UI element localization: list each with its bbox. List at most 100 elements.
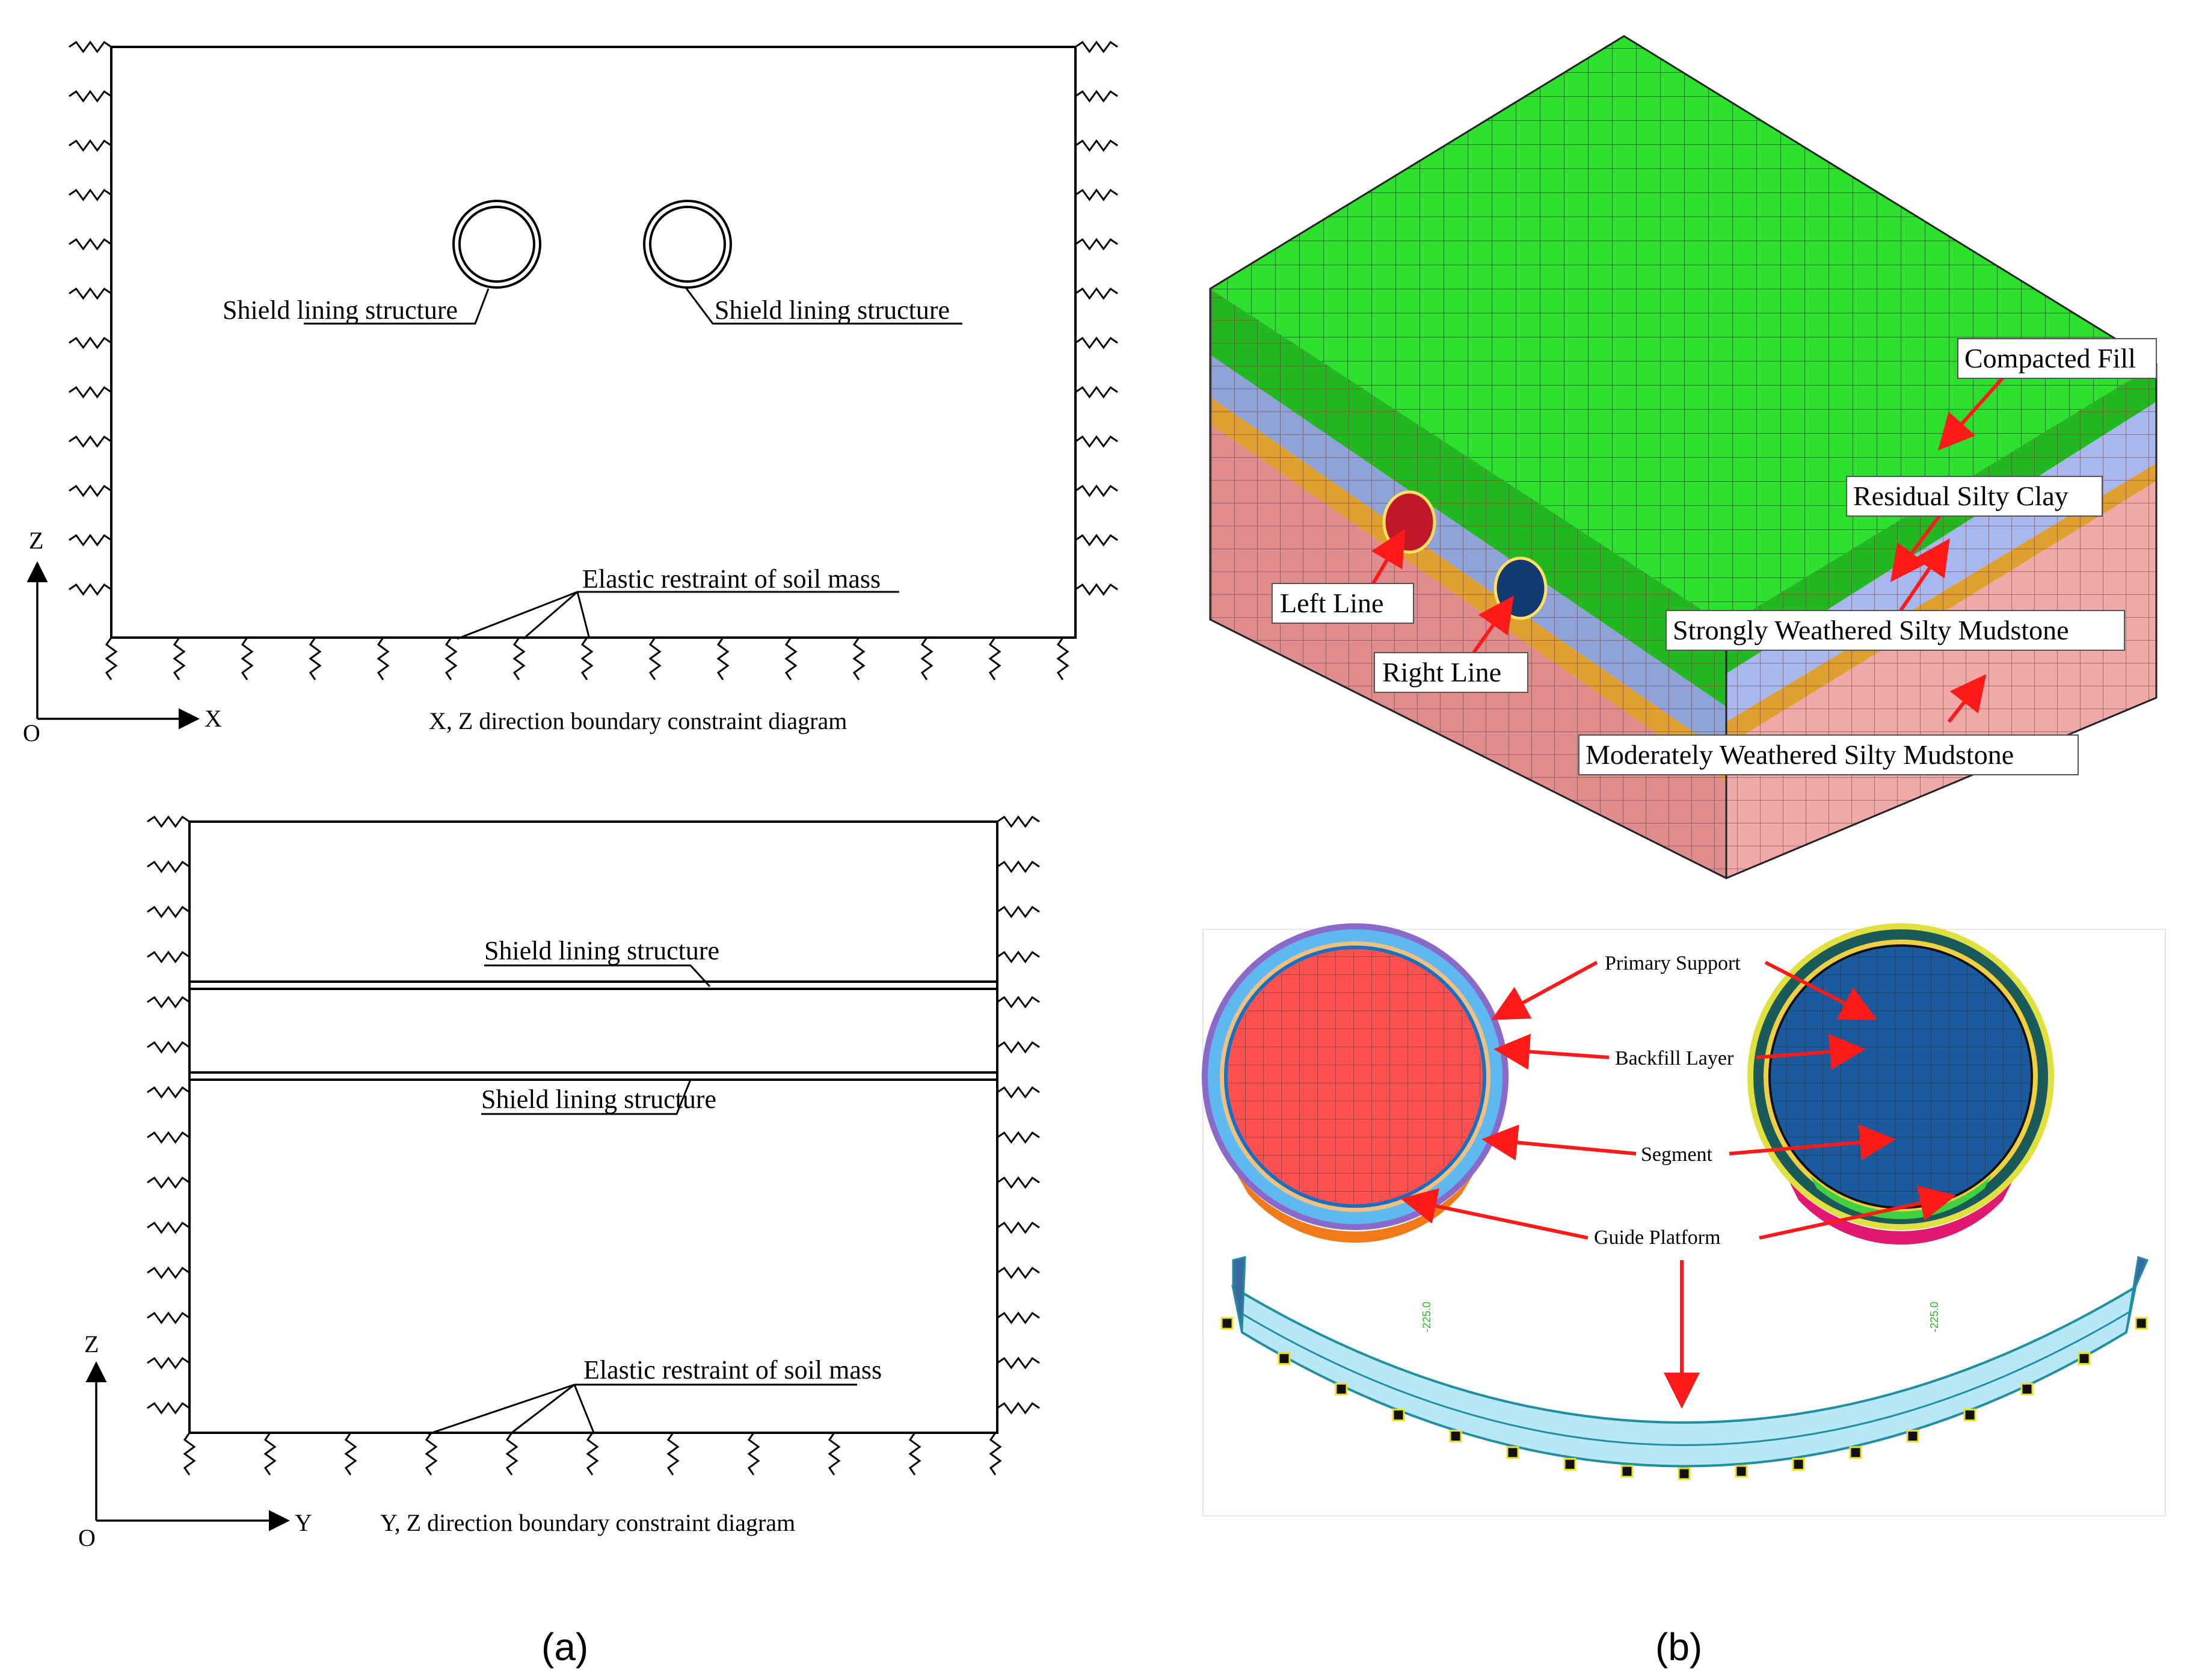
platform-node	[1849, 1446, 1862, 1459]
spring-horizontal	[1075, 188, 1118, 202]
spring-horizontal	[997, 1356, 1040, 1370]
platform-node	[1335, 1382, 1348, 1395]
boundary-springs-yz	[147, 815, 1040, 1475]
leader-lining-upper	[484, 964, 711, 988]
spring-vertical	[309, 637, 322, 680]
spring-vertical	[505, 1432, 518, 1475]
axis-z-label-yz: Z	[84, 1331, 99, 1358]
leader-elastic-xz-2	[523, 591, 578, 640]
leader-elastic-yz-1	[428, 1383, 575, 1435]
soil-domain-yz	[188, 820, 998, 1434]
spring-horizontal	[997, 1311, 1040, 1325]
box-compacted-fill	[1957, 338, 2157, 379]
spring-horizontal	[69, 238, 112, 251]
caption-xz: X, Z direction boundary constraint diagr…	[429, 707, 847, 734]
spring-vertical	[666, 1432, 680, 1475]
model-left-grid	[1210, 289, 1726, 878]
spring-horizontal	[1075, 90, 1118, 103]
spring-vertical	[989, 1432, 1002, 1475]
spring-vertical	[377, 637, 390, 680]
axis-z-label-xz: Z	[29, 527, 43, 554]
panel-b-tunnel-sections: Primary Support Backfill Layer Segment G…	[1202, 923, 2166, 1516]
panel-a-top-diagram: Shield lining structure Shield lining st…	[23, 40, 1118, 746]
platform-node	[1506, 1446, 1519, 1459]
left-section-mesh	[1229, 950, 1481, 1203]
spring-horizontal	[997, 1086, 1040, 1099]
label-right-line: Right Line	[1382, 657, 1501, 688]
spring-horizontal	[147, 1131, 190, 1144]
right-section-guide-platform	[1789, 1182, 2012, 1245]
platform-node	[1449, 1430, 1462, 1442]
tunnel-right-inner	[649, 206, 726, 283]
leader-elastic-xz-3	[576, 591, 591, 639]
model-outline	[1209, 35, 2158, 879]
spring-horizontal	[1075, 336, 1118, 349]
spring-vertical	[580, 637, 594, 680]
arrow-primary-support-right	[1764, 961, 1877, 1020]
arrow-strongly-weathered	[1899, 538, 1950, 612]
spring-horizontal	[69, 139, 112, 152]
spring-horizontal	[997, 1221, 1040, 1234]
arrow-moderately-weathered	[1947, 674, 1987, 723]
spring-horizontal	[1075, 40, 1118, 54]
tunnel-right-outer	[643, 200, 732, 289]
caption-yz: Y, Z direction boundary constraint diagr…	[380, 1509, 795, 1536]
spring-horizontal	[1075, 139, 1118, 152]
spring-horizontal	[997, 1266, 1040, 1279]
platform-end-right	[2125, 1256, 2149, 1333]
spring-horizontal	[147, 1402, 190, 1415]
spring-horizontal	[69, 336, 112, 349]
spring-horizontal	[997, 1176, 1040, 1189]
label-lining-left: Shield lining structure	[223, 295, 458, 325]
arrow-segment-right	[1729, 1124, 1896, 1161]
spring-horizontal	[147, 1086, 190, 1099]
spring-vertical	[344, 1432, 357, 1475]
box-left-line	[1272, 583, 1414, 624]
arrow-left-line	[1370, 529, 1406, 588]
spring-horizontal	[997, 860, 1040, 873]
spring-horizontal	[69, 534, 112, 547]
platform-node	[1620, 1465, 1634, 1478]
spring-horizontal	[1075, 583, 1118, 596]
label-guide-platform: Guide Platform	[1594, 1226, 1721, 1249]
platform-node	[2135, 1317, 2148, 1330]
spring-vertical	[444, 637, 458, 680]
spring-vertical	[173, 637, 186, 680]
origin-label-yz: O	[78, 1524, 96, 1551]
arrow-guide-platform-left	[1400, 1188, 1589, 1240]
label-lining-upper: Shield lining structure	[484, 936, 719, 965]
spring-horizontal	[997, 815, 1040, 828]
label-lining-lower: Shield lining structure	[481, 1085, 716, 1114]
spring-horizontal	[997, 1402, 1040, 1415]
leader-lining-lower	[481, 1079, 692, 1115]
spring-horizontal	[147, 1266, 190, 1279]
spring-horizontal	[69, 583, 112, 596]
spring-vertical	[988, 637, 1001, 680]
spring-vertical	[908, 1432, 921, 1475]
dim-left: -225.0	[1421, 1302, 1433, 1332]
box-residual-clay	[1846, 476, 2103, 517]
spring-horizontal	[147, 905, 190, 918]
panel-b-label: (b)	[1655, 1625, 1702, 1669]
platform-node	[1963, 1408, 1976, 1421]
spring-horizontal	[69, 386, 112, 399]
spring-vertical	[263, 1432, 277, 1475]
spring-vertical	[828, 1432, 841, 1475]
leader-elastic-yz-2	[509, 1383, 575, 1435]
spring-vertical	[852, 637, 866, 680]
leader-elastic-yz-3	[573, 1384, 595, 1435]
platform-support-nodes	[1220, 1317, 2148, 1480]
spring-horizontal	[147, 950, 190, 964]
spring-horizontal	[997, 1041, 1040, 1054]
platform-end-left	[1232, 1256, 1246, 1333]
spring-horizontal	[1075, 435, 1118, 448]
box-right-line	[1374, 652, 1528, 693]
platform-node	[2020, 1382, 2034, 1395]
arrow-compacted-fill	[1938, 377, 2005, 451]
spring-vertical	[716, 637, 730, 680]
spring-vertical	[425, 1432, 438, 1475]
label-left-line: Left Line	[1280, 588, 1383, 618]
spring-vertical	[648, 637, 662, 680]
spring-vertical	[747, 1432, 760, 1475]
label-strongly-weathered: Strongly Weathered Silty Mudstone	[1673, 615, 2069, 645]
